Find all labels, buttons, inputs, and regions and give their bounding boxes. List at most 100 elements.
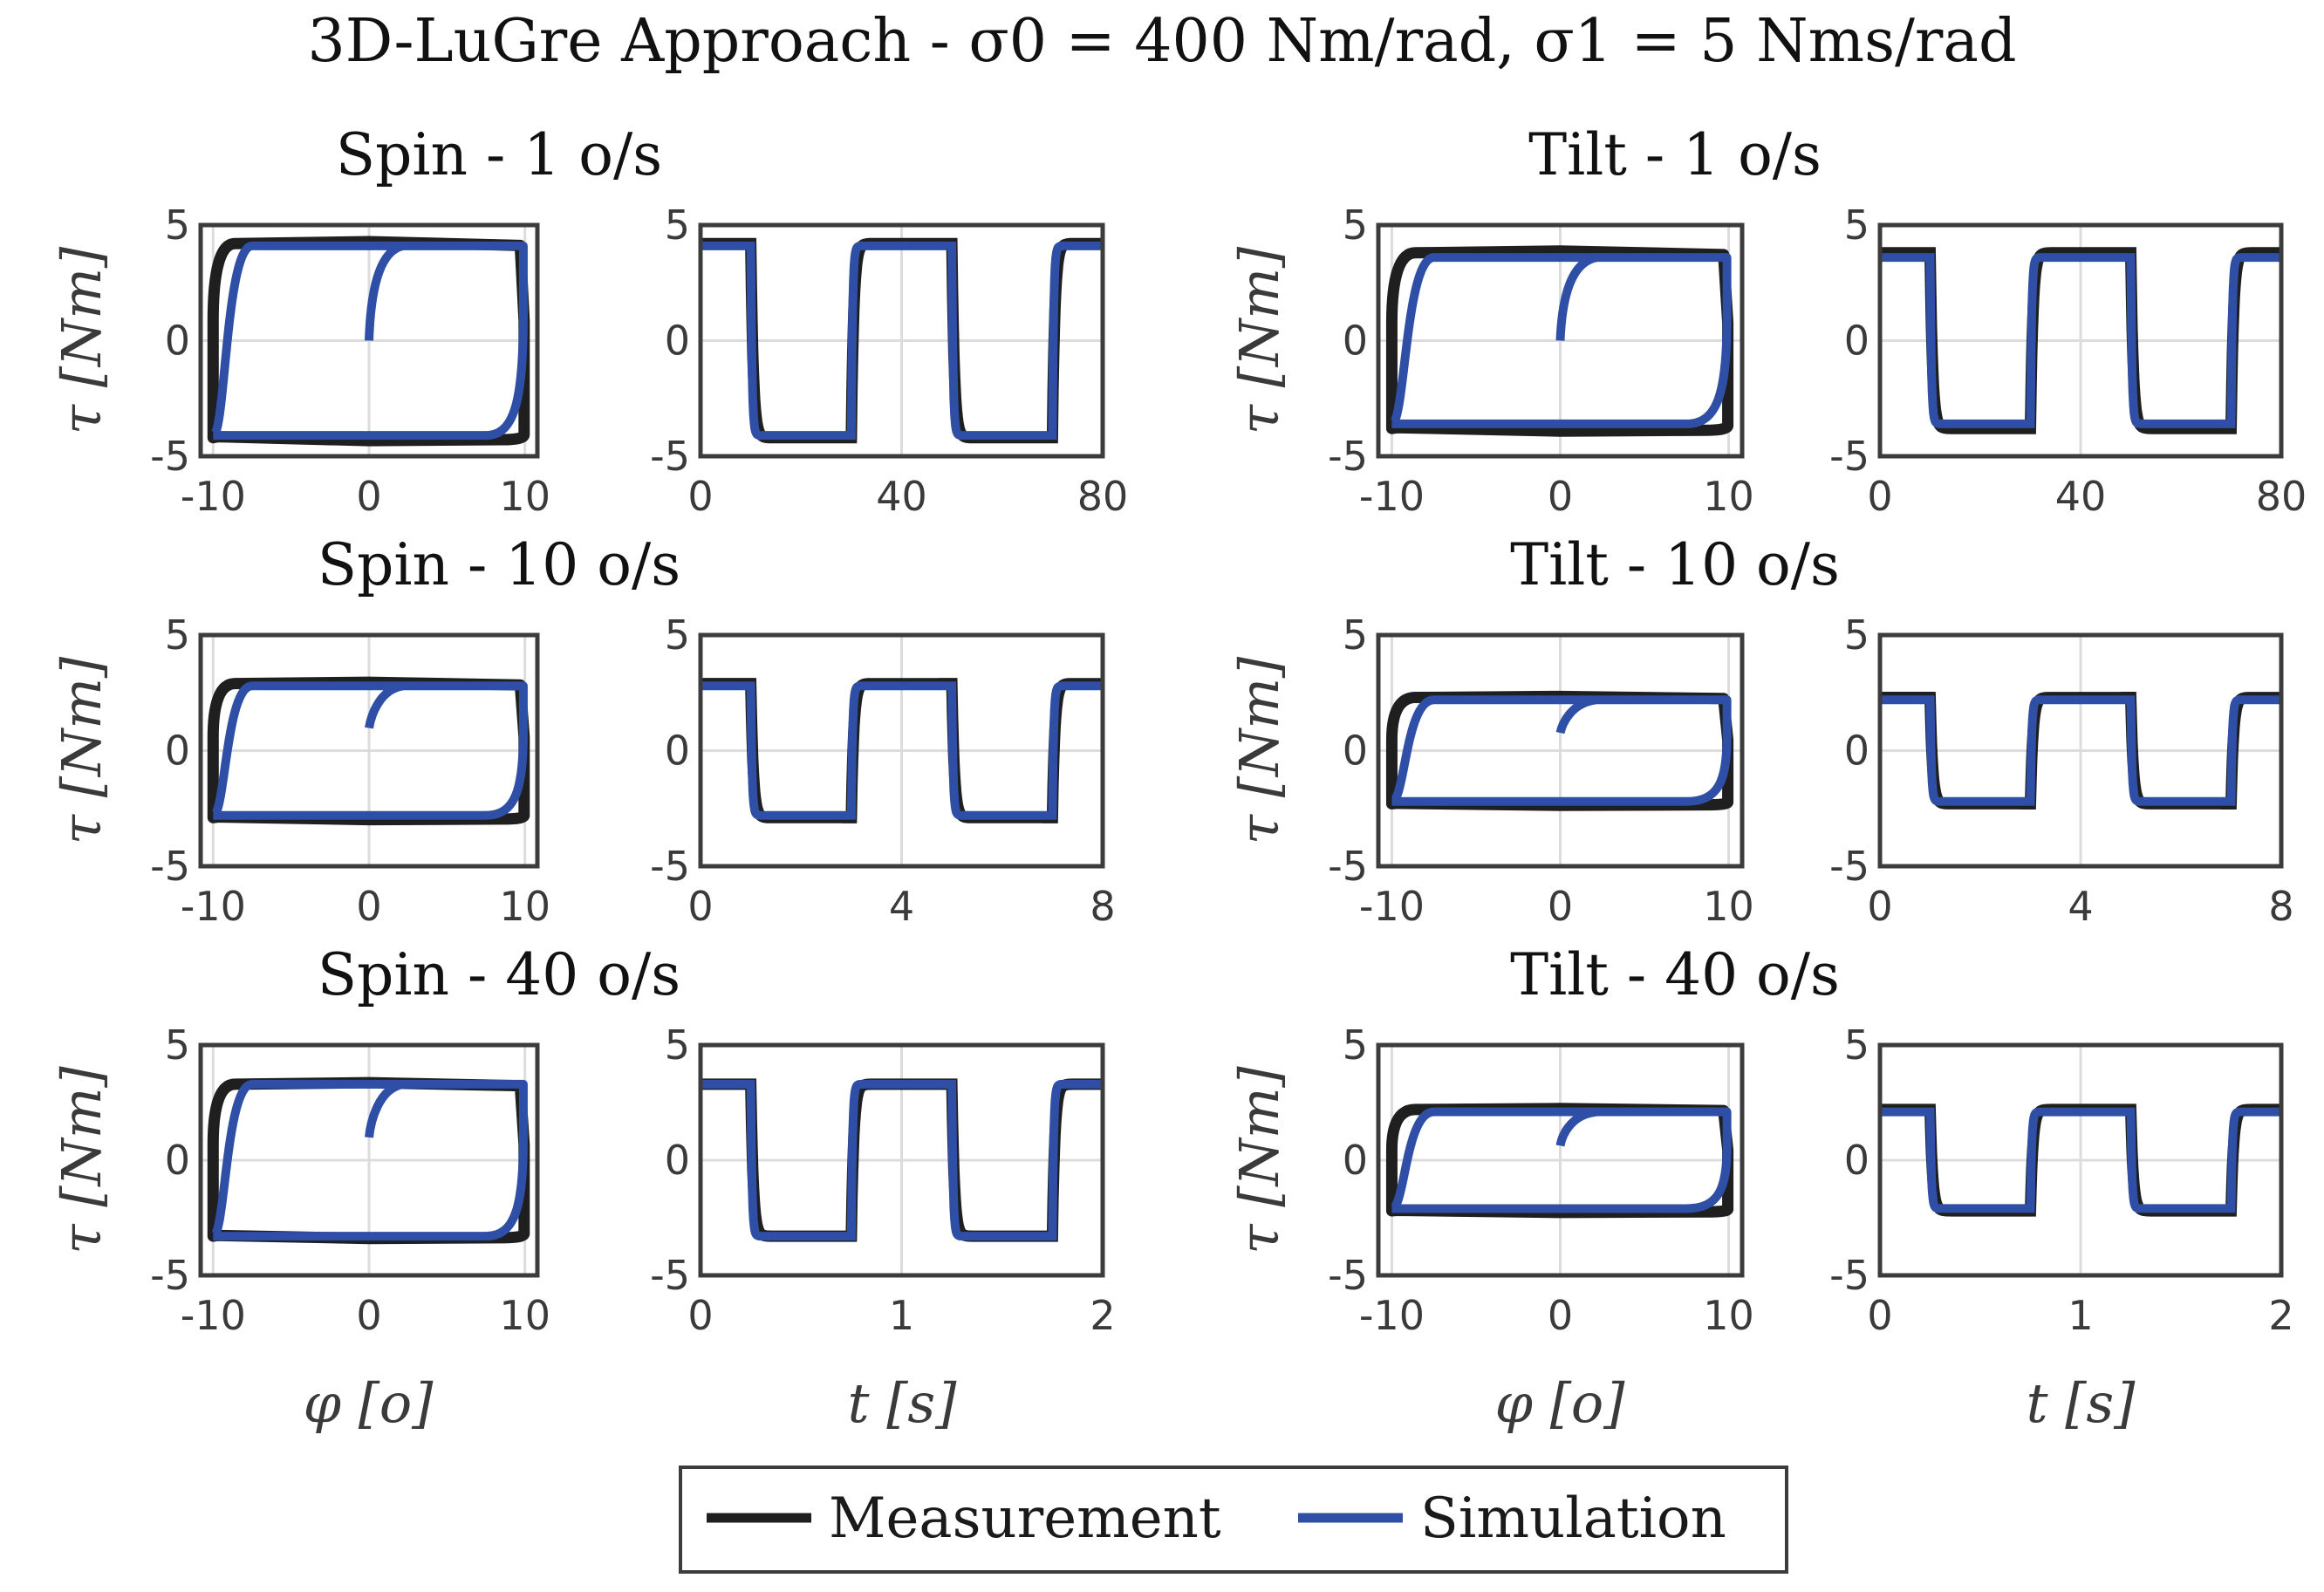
x-tick-label: 10 (1703, 1292, 1754, 1339)
x-tick-label: -10 (181, 473, 246, 520)
y-tick-label: 0 (165, 1137, 190, 1184)
simulation-line (701, 1079, 1103, 1241)
x-tick-label: 4 (889, 883, 914, 930)
x-tick-label: 0 (1867, 1292, 1892, 1339)
y-axis-label: τ [Nm] (50, 1065, 113, 1254)
panel-title: Spin - 10 o/s (318, 531, 680, 598)
y-tick-label: -5 (150, 843, 190, 890)
panel-title: Tilt - 1 o/s (1528, 121, 1822, 188)
y-tick-label: 5 (665, 1021, 690, 1069)
panel-title: Spin - 40 o/s (318, 941, 680, 1008)
spin-1-time-panel (698, 222, 1105, 459)
y-tick-label: -5 (150, 433, 190, 480)
panel-title: Spin - 1 o/s (336, 121, 662, 188)
y-axis-label: τ [Nm] (50, 246, 113, 434)
y-tick-label: 0 (1343, 1137, 1368, 1184)
measurement-line (1880, 247, 2281, 434)
axes-box (198, 632, 540, 869)
simulation-loop (1390, 1107, 1732, 1213)
x-tick-label: 40 (876, 473, 927, 520)
x-tick-label: -10 (1359, 883, 1425, 930)
y-tick-label: 5 (1343, 202, 1368, 249)
x-tick-label: 0 (356, 883, 381, 930)
x-axis-label: t [s] (2027, 1371, 2136, 1435)
x-tick-label: 8 (2268, 883, 2293, 930)
y-tick-label: -5 (1328, 1252, 1368, 1299)
x-tick-label: 0 (1548, 1292, 1573, 1339)
y-tick-label: -5 (650, 433, 690, 480)
x-tick-label: 0 (1867, 883, 1892, 930)
axes-box (1376, 632, 1745, 869)
tilt-40-time-panel (1877, 1042, 2284, 1278)
x-tick-label: 0 (356, 473, 381, 520)
legend-measurement-label: Measurement (829, 1486, 1221, 1551)
x-tick-label: 40 (2055, 473, 2107, 520)
x-tick-label: 8 (1090, 883, 1115, 930)
spin-1-hysteresis-panel (198, 222, 540, 459)
x-tick-label: 1 (2068, 1292, 2093, 1339)
x-tick-label: 0 (1548, 883, 1573, 930)
measurement-loop (1385, 245, 1734, 437)
axes-box (1877, 632, 2284, 869)
y-tick-label: 5 (165, 202, 190, 249)
y-tick-label: 5 (165, 1021, 190, 1069)
y-tick-label: -5 (1328, 843, 1368, 890)
x-tick-label: 10 (499, 1292, 550, 1339)
axes-box (698, 632, 1105, 869)
y-tick-label: 0 (1343, 318, 1368, 365)
spin-10-hysteresis-panel (198, 632, 540, 869)
legend-box (679, 1466, 1788, 1574)
simulation-loop (208, 1079, 528, 1241)
x-tick-label: 0 (687, 1292, 713, 1339)
y-tick-label: -5 (1829, 843, 1869, 890)
y-tick-label: 0 (665, 1137, 690, 1184)
axes-box (198, 1042, 540, 1278)
y-tick-label: 5 (665, 202, 690, 249)
x-tick-label: 2 (1090, 1292, 1115, 1339)
panel-title: Tilt - 10 o/s (1510, 531, 1840, 598)
x-tick-label: 0 (687, 473, 713, 520)
y-tick-label: 5 (1844, 612, 1869, 659)
y-axis-label: τ [Nm] (50, 656, 113, 844)
x-tick-label: 10 (1703, 473, 1754, 520)
y-tick-label: 0 (165, 728, 190, 775)
x-tick-label: 10 (499, 473, 550, 520)
y-tick-label: -5 (650, 1252, 690, 1299)
y-tick-label: -5 (650, 843, 690, 890)
y-tick-label: -5 (1829, 1252, 1869, 1299)
y-tick-label: 5 (1343, 1021, 1368, 1069)
y-tick-label: 5 (1343, 612, 1368, 659)
simulation-line (1880, 695, 2281, 806)
x-tick-label: -10 (1359, 473, 1425, 520)
axes-box (1376, 1042, 1745, 1278)
y-tick-label: 0 (665, 318, 690, 365)
axes-box (1376, 222, 1745, 459)
y-tick-label: 0 (665, 728, 690, 775)
x-tick-label: 0 (1867, 473, 1892, 520)
y-axis-label: τ [Nm] (1227, 246, 1291, 434)
x-axis-label: φ [o] (304, 1371, 434, 1435)
y-axis-label: τ [Nm] (1227, 656, 1291, 844)
axes-box (698, 1042, 1105, 1278)
spin-10-time-panel (698, 632, 1105, 869)
x-tick-label: -10 (181, 883, 246, 930)
tilt-1-time-panel (1877, 222, 2284, 459)
tilt-10-time-panel (1877, 632, 2284, 869)
x-tick-label: 0 (687, 883, 713, 930)
y-tick-label: -5 (1829, 433, 1869, 480)
x-tick-label: 2 (2268, 1292, 2293, 1339)
simulation-line (1880, 1107, 2281, 1213)
simulation-loop (1389, 695, 1732, 806)
axes-box (1877, 1042, 2284, 1278)
tilt-10-hysteresis-panel (1376, 632, 1745, 869)
x-tick-label: 10 (499, 883, 550, 930)
x-tick-label: 4 (2068, 883, 2093, 930)
x-axis-label: φ [o] (1495, 1371, 1626, 1435)
y-tick-label: 0 (1844, 1137, 1869, 1184)
x-tick-label: 0 (1548, 473, 1573, 520)
axes-box (1877, 222, 2284, 459)
y-tick-label: -5 (1328, 433, 1368, 480)
x-tick-label: 1 (889, 1292, 914, 1339)
simulation-line (701, 681, 1103, 820)
